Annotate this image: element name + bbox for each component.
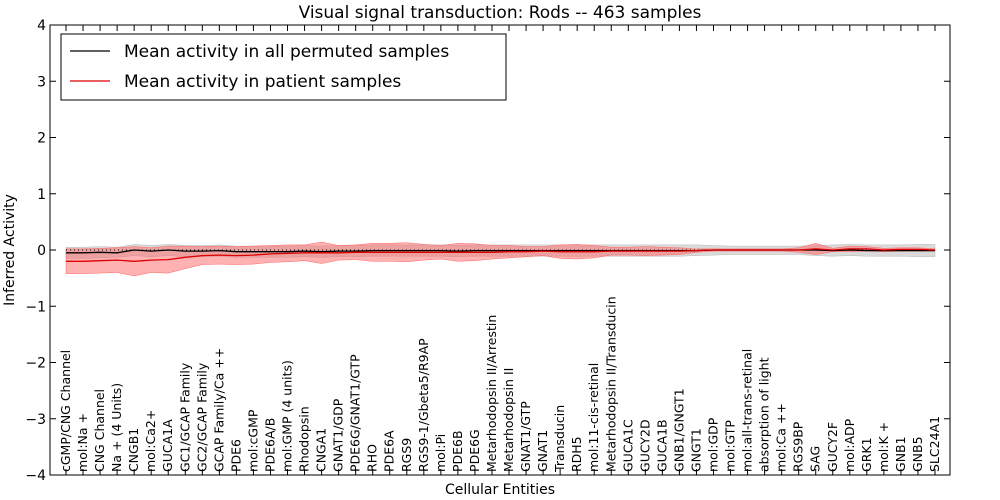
x-tick-label: RGS9BP	[791, 421, 806, 472]
x-tick-label: RGS9-1/Gbeta5/R9AP	[416, 338, 431, 472]
x-tick-label: RHO	[365, 444, 380, 472]
y-tick-label: −3	[25, 412, 46, 428]
x-tick-label: mol:Na +	[75, 413, 90, 472]
x-tick-label: SAG	[808, 446, 823, 472]
x-tick-label: GC1/GCAP Family	[177, 362, 192, 472]
x-tick-label: mol:GTP	[723, 420, 738, 472]
x-tick-label: mol:ADP	[842, 418, 857, 472]
x-tick-label: mol:Ca2+	[143, 410, 158, 472]
x-tick-label: GNAT1	[535, 430, 550, 472]
x-tick-label: GNB1	[893, 436, 908, 472]
legend: Mean activity in all permuted samples Me…	[60, 33, 507, 101]
x-tick-label: mol:Ca ++	[774, 403, 789, 472]
x-tick-label: GNGT1	[689, 428, 704, 472]
y-tick-label: 1	[37, 187, 46, 203]
x-tick-label: CNGA1	[314, 428, 329, 472]
y-tick-label: 4	[37, 18, 46, 34]
y-tick-label: −1	[25, 299, 46, 315]
legend-label-permuted: Mean activity in all permuted samples	[124, 42, 449, 62]
y-axis-label: Inferred Activity	[2, 194, 18, 306]
x-tick-label: mol:11-cis-retinal	[586, 363, 601, 472]
x-tick-label: cGMP/CNG Channel	[58, 350, 73, 472]
x-tick-label: PDE6B	[450, 430, 465, 472]
x-tick-label: PDE6G/GNAT1/GTP	[348, 354, 363, 472]
x-tick-label: GUCA1C	[620, 419, 635, 472]
x-tick-label: mol:cGMP	[245, 409, 260, 472]
y-tick-label: −2	[25, 356, 46, 372]
x-tick-label: PDE6A/B	[263, 418, 278, 472]
y-tick-label: −4	[25, 468, 46, 484]
x-tick-label: RDH5	[569, 436, 584, 472]
x-tick-label: GUCY2D	[637, 419, 652, 472]
x-tick-label: GNAT1/GTP	[518, 401, 533, 472]
legend-label-patient: Mean activity in patient samples	[124, 72, 401, 92]
x-tick-label: Transducin	[552, 405, 567, 473]
x-tick-label: GNB5	[910, 436, 925, 472]
y-tick-label: 3	[37, 74, 46, 90]
x-tick-label: Rhodopsin	[297, 406, 312, 472]
confidence-band-1	[65, 241, 936, 277]
x-tick-label: GNB1/GNGT1	[671, 388, 686, 472]
legend-box	[60, 33, 507, 101]
x-tick-label: PDE6A	[382, 430, 397, 472]
x-tick-label: CNG Channel	[92, 389, 107, 472]
x-tick-label: mol:Pi	[433, 434, 448, 472]
x-tick-label: mol:K +	[876, 422, 891, 472]
series-line-1	[66, 248, 936, 262]
x-tick-label: GUCY2F	[825, 422, 840, 472]
x-tick-label: absorption of light	[757, 357, 772, 472]
y-tick-label: 2	[37, 131, 46, 147]
x-tick-label: GCAP Family/Ca ++	[211, 348, 226, 472]
x-tick-label: Metarhodopsin II/Arrestin	[484, 315, 499, 472]
x-tick-label: mol:GDP	[706, 417, 721, 472]
x-tick-label: CNGB1	[126, 428, 141, 472]
y-tick-label: 0	[37, 243, 46, 259]
x-tick-label: Metarhodopsin II	[501, 368, 516, 472]
x-tick-label: GC2/GCAP Family	[194, 362, 209, 472]
x-tick-label: GNAT1/GDP	[331, 398, 346, 472]
x-tick-label: mol:GMP (4 units)	[280, 360, 295, 472]
x-tick-label: PDE6G	[467, 429, 482, 472]
x-tick-label: GUCA1B	[654, 419, 669, 472]
x-tick-label: Metarhodopsin II/Transducin	[603, 296, 618, 472]
x-tick-label: PDE6	[228, 439, 243, 472]
x-tick-label: RGS9	[399, 438, 414, 472]
x-tick-label: SLC24A1	[927, 416, 942, 472]
chart-title: Visual signal transduction: Rods -- 463 …	[299, 3, 702, 23]
x-axis-label: Cellular Entities	[445, 482, 555, 498]
x-tick-label: mol:all-trans-retinal	[740, 349, 755, 472]
x-tick-label: Na + (4 Units)	[109, 383, 124, 472]
x-tick-label: GRK1	[859, 437, 874, 472]
x-tick-label: GUCA1A	[160, 419, 175, 472]
